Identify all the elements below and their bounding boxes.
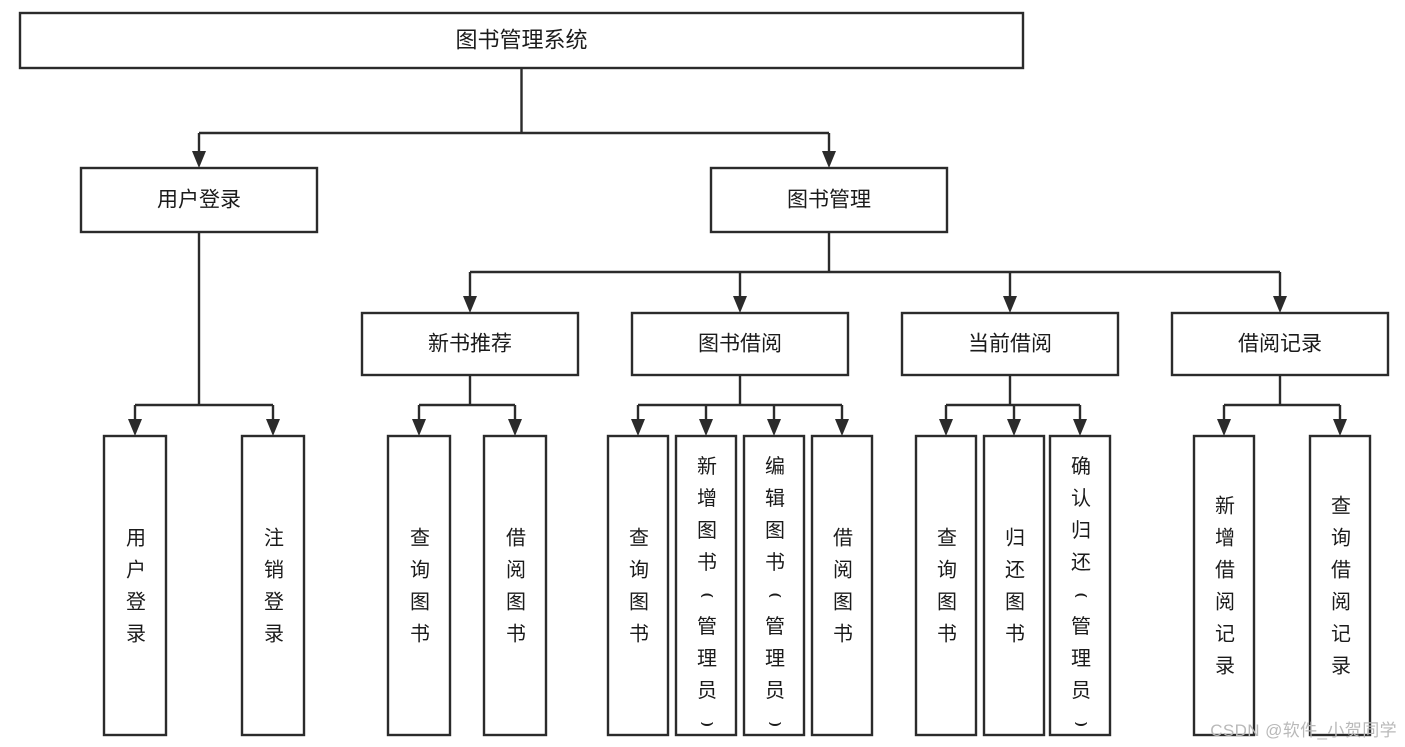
leaf-node-4-box[interactable] bbox=[606, 434, 670, 737]
leaf-node-2[interactable]: 查询图书 bbox=[386, 434, 452, 737]
leaf-node-2-box[interactable] bbox=[386, 434, 452, 737]
arrow-head-icon bbox=[1217, 419, 1231, 436]
level2-node-0[interactable]: 用户登录 bbox=[79, 166, 319, 234]
leaf-node-0-label: 用户登录 bbox=[126, 528, 146, 646]
level3-node-0-label: 新书推荐 bbox=[428, 333, 512, 356]
leaf-node-12-box[interactable] bbox=[1308, 434, 1372, 737]
leaf-node-0-box[interactable] bbox=[102, 434, 168, 737]
leaf-node-10[interactable]: 确认归还⌢管理员⌣ bbox=[1048, 434, 1112, 737]
leaf-node-9[interactable]: 归还图书 bbox=[982, 434, 1046, 737]
leaf-node-7-box[interactable] bbox=[810, 434, 874, 737]
arrow-head-icon bbox=[1273, 296, 1287, 313]
level3-node-0-box[interactable] bbox=[360, 311, 580, 377]
level3-node-1[interactable]: 图书借阅 bbox=[630, 311, 850, 377]
level2-node-1[interactable]: 图书管理 bbox=[709, 166, 949, 234]
level3-node-3[interactable]: 借阅记录 bbox=[1170, 311, 1390, 377]
arrow-head-icon bbox=[1073, 419, 1087, 436]
leaf-node-5[interactable]: 新增图书⌢管理员⌣ bbox=[674, 434, 738, 737]
leaf-node-12-label: 查询借阅记录 bbox=[1331, 495, 1351, 678]
leaf-node-1-label: 注销登录 bbox=[264, 527, 284, 646]
leaf-node-12[interactable]: 查询借阅记录 bbox=[1308, 434, 1372, 737]
arrow-head-icon bbox=[631, 419, 645, 436]
leaf-node-3-box[interactable] bbox=[482, 434, 548, 737]
level3-node-2-label: 当前借阅 bbox=[968, 333, 1052, 356]
level3-node-1-label: 图书借阅 bbox=[698, 333, 782, 356]
level3-node-3-box[interactable] bbox=[1170, 311, 1390, 377]
level2-node-1-label: 图书管理 bbox=[787, 189, 871, 212]
leaf-node-8-label: 查询图书 bbox=[937, 527, 957, 646]
arrow-head-icon bbox=[767, 419, 781, 436]
leaf-node-6-label: 编辑图书⌢管理员⌣ bbox=[765, 455, 785, 734]
arrow-head-icon bbox=[1333, 419, 1347, 436]
level2-node-0-box[interactable] bbox=[79, 166, 319, 234]
leaf-node-11-label: 新增借阅记录 bbox=[1215, 495, 1235, 678]
arrow-head-icon bbox=[822, 151, 836, 168]
arrow-head-icon bbox=[939, 419, 953, 436]
arrow-head-icon bbox=[266, 419, 280, 436]
level3-node-3-label: 借阅记录 bbox=[1238, 333, 1322, 356]
leaf-node-10-box[interactable] bbox=[1048, 434, 1112, 737]
arrow-head-icon bbox=[508, 419, 522, 436]
leaf-node-2-label: 查询图书 bbox=[410, 527, 430, 646]
connector-layer bbox=[128, 68, 1347, 436]
root-node-box[interactable] bbox=[18, 11, 1025, 70]
level2-node-1-box[interactable] bbox=[709, 166, 949, 234]
leaf-node-4[interactable]: 查询图书 bbox=[606, 434, 670, 737]
leaf-node-8-box[interactable] bbox=[914, 434, 978, 737]
node-layer: 图书管理系统用户登录图书管理新书推荐图书借阅当前借阅借阅记录用户登录注销登录查询… bbox=[18, 11, 1390, 737]
arrow-head-icon bbox=[128, 419, 142, 436]
root-node-label: 图书管理系统 bbox=[455, 27, 587, 52]
leaf-node-6-box[interactable] bbox=[742, 434, 806, 737]
leaf-node-11[interactable]: 新增借阅记录 bbox=[1192, 434, 1256, 737]
leaf-node-1[interactable]: 注销登录 bbox=[240, 434, 306, 737]
level3-node-1-box[interactable] bbox=[630, 311, 850, 377]
leaf-node-9-label: 归还图书 bbox=[1005, 527, 1025, 646]
leaf-node-11-box[interactable] bbox=[1192, 434, 1256, 737]
leaf-node-5-label: 新增图书⌢管理员⌣ bbox=[697, 455, 717, 734]
arrow-head-icon bbox=[733, 296, 747, 313]
arrow-head-icon bbox=[835, 419, 849, 436]
arrow-head-icon bbox=[699, 419, 713, 436]
arrow-head-icon bbox=[412, 419, 426, 436]
arrow-head-icon bbox=[463, 296, 477, 313]
level3-node-2[interactable]: 当前借阅 bbox=[900, 311, 1120, 377]
leaf-node-3[interactable]: 借阅图书 bbox=[482, 434, 548, 737]
arrow-head-icon bbox=[192, 151, 206, 168]
leaf-node-7-label: 借阅图书 bbox=[833, 527, 853, 646]
leaf-node-1-box[interactable] bbox=[240, 434, 306, 737]
leaf-node-9-box[interactable] bbox=[982, 434, 1046, 737]
leaf-node-10-label: 确认归还⌢管理员⌣ bbox=[1071, 455, 1091, 734]
level3-node-2-box[interactable] bbox=[900, 311, 1120, 377]
leaf-node-7[interactable]: 借阅图书 bbox=[810, 434, 874, 737]
level2-node-0-label: 用户登录 bbox=[157, 189, 241, 212]
arrow-head-icon bbox=[1007, 419, 1021, 436]
root-node[interactable]: 图书管理系统 bbox=[18, 11, 1025, 70]
leaf-node-6[interactable]: 编辑图书⌢管理员⌣ bbox=[742, 434, 806, 737]
leaf-node-0[interactable]: 用户登录 bbox=[102, 434, 168, 737]
leaf-node-8[interactable]: 查询图书 bbox=[914, 434, 978, 737]
leaf-node-3-label: 借阅图书 bbox=[506, 527, 526, 646]
arrow-head-icon bbox=[1003, 296, 1017, 313]
leaf-node-4-label: 查询图书 bbox=[629, 527, 649, 646]
level3-node-0[interactable]: 新书推荐 bbox=[360, 311, 580, 377]
leaf-node-5-box[interactable] bbox=[674, 434, 738, 737]
